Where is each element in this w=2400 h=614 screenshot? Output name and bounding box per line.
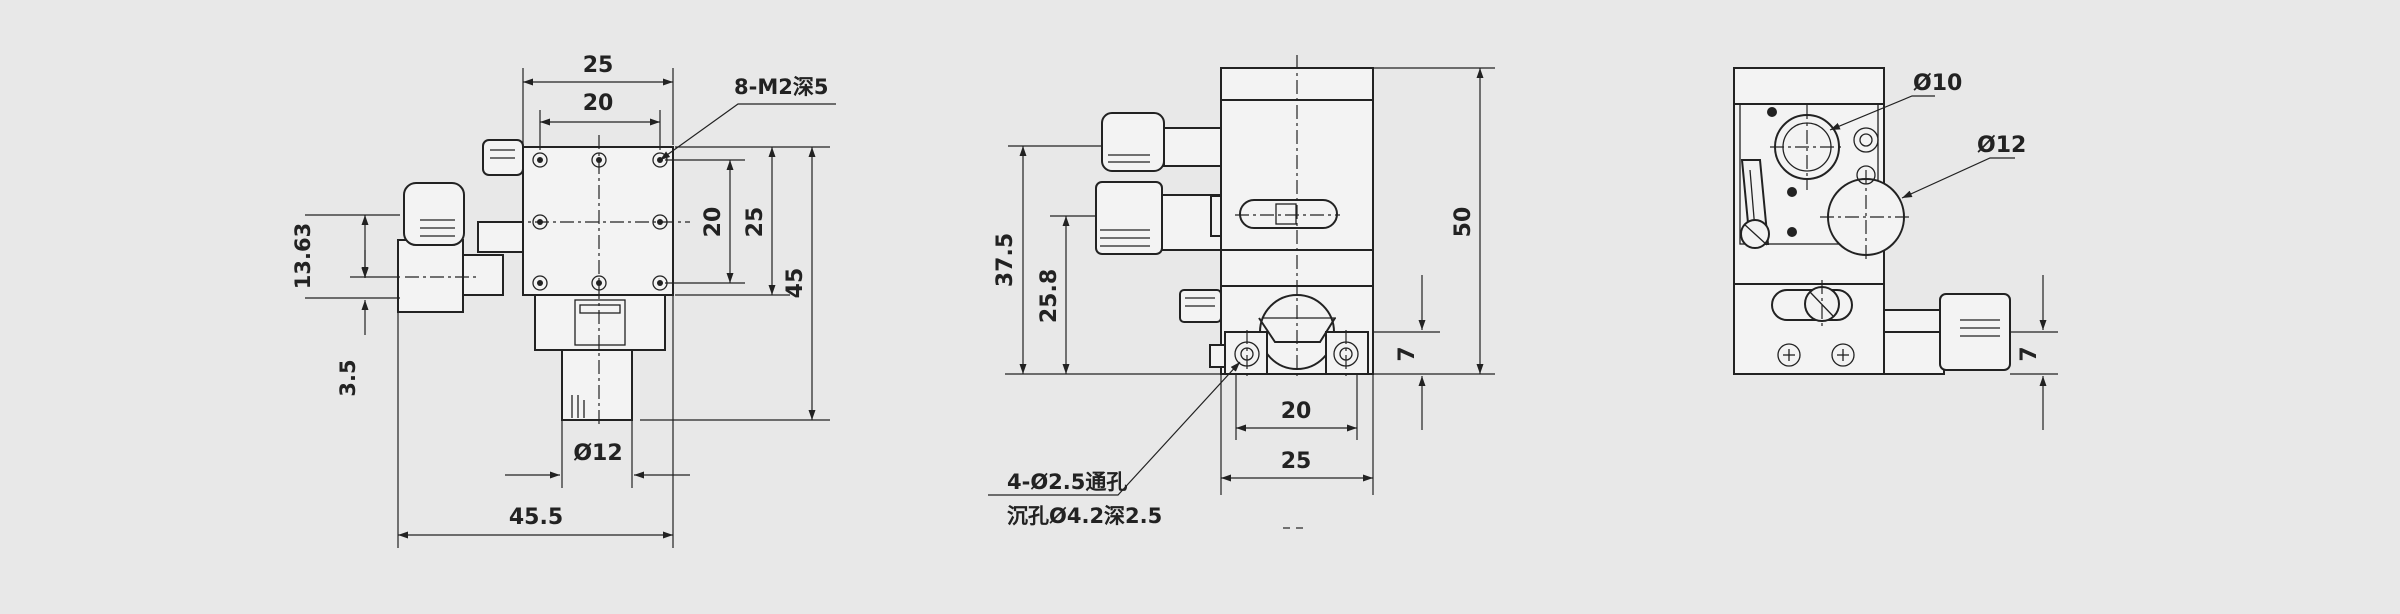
dim-height-25-8: 25.8: [1037, 269, 1062, 323]
dim-inner-20: 20: [1281, 399, 1312, 424]
dim-right-inner: 20: [701, 207, 726, 238]
front-lower-body: [534, 294, 666, 351]
dim-dia-large: Ø12: [1977, 133, 2026, 158]
dim-base-7: 7: [1395, 346, 1420, 361]
dim-left-lower: 3.5: [336, 359, 360, 396]
dim-outer-25: 25: [1281, 449, 1312, 474]
dim-height-total: 50: [1451, 207, 1476, 238]
dim-left-upper: 13.63: [291, 223, 315, 289]
dim-height-37-5: 37.5: [993, 233, 1018, 287]
side-view: 50 37.5 25.8 7 20 25 4-Ø2.5通孔 沉孔Ø4.2深2.5: [988, 55, 1495, 529]
front-left-micrometer-knob: [403, 182, 465, 246]
hole-note-line-1: 4-Ø2.5通孔: [1007, 470, 1127, 494]
dim-right-mid: 25: [743, 207, 768, 238]
rear-top-cap: [1733, 67, 1885, 105]
dim-dia-small: Ø10: [1913, 71, 1962, 96]
side-lower-knob: [1095, 181, 1163, 255]
dim-bottom-width: 45.5: [509, 505, 563, 530]
rear-right-micrometer: [1939, 293, 2011, 371]
dim-right-outer: 45: [783, 268, 808, 299]
dim-knob-dia: Ø12: [573, 441, 622, 466]
dim-top-outer: 25: [583, 53, 614, 78]
front-left-micrometer-barrel: [397, 239, 464, 313]
front-top-plate: [522, 146, 674, 296]
front-bottom-micrometer: [561, 349, 633, 421]
hole-note-line-2: 沉孔Ø4.2深2.5: [1007, 504, 1162, 528]
dim-top-inner: 20: [583, 91, 614, 116]
side-slot: [1239, 199, 1338, 229]
front-view: 25 20 8-M2深5 20 25 45 13.63 3.5 Ø12 45.5: [291, 53, 836, 548]
rear-view: Ø10 Ø12 7: [1733, 67, 2058, 430]
dim-rear-base-7: 7: [2017, 346, 2042, 361]
thread-note: 8-M2深5: [734, 75, 828, 99]
